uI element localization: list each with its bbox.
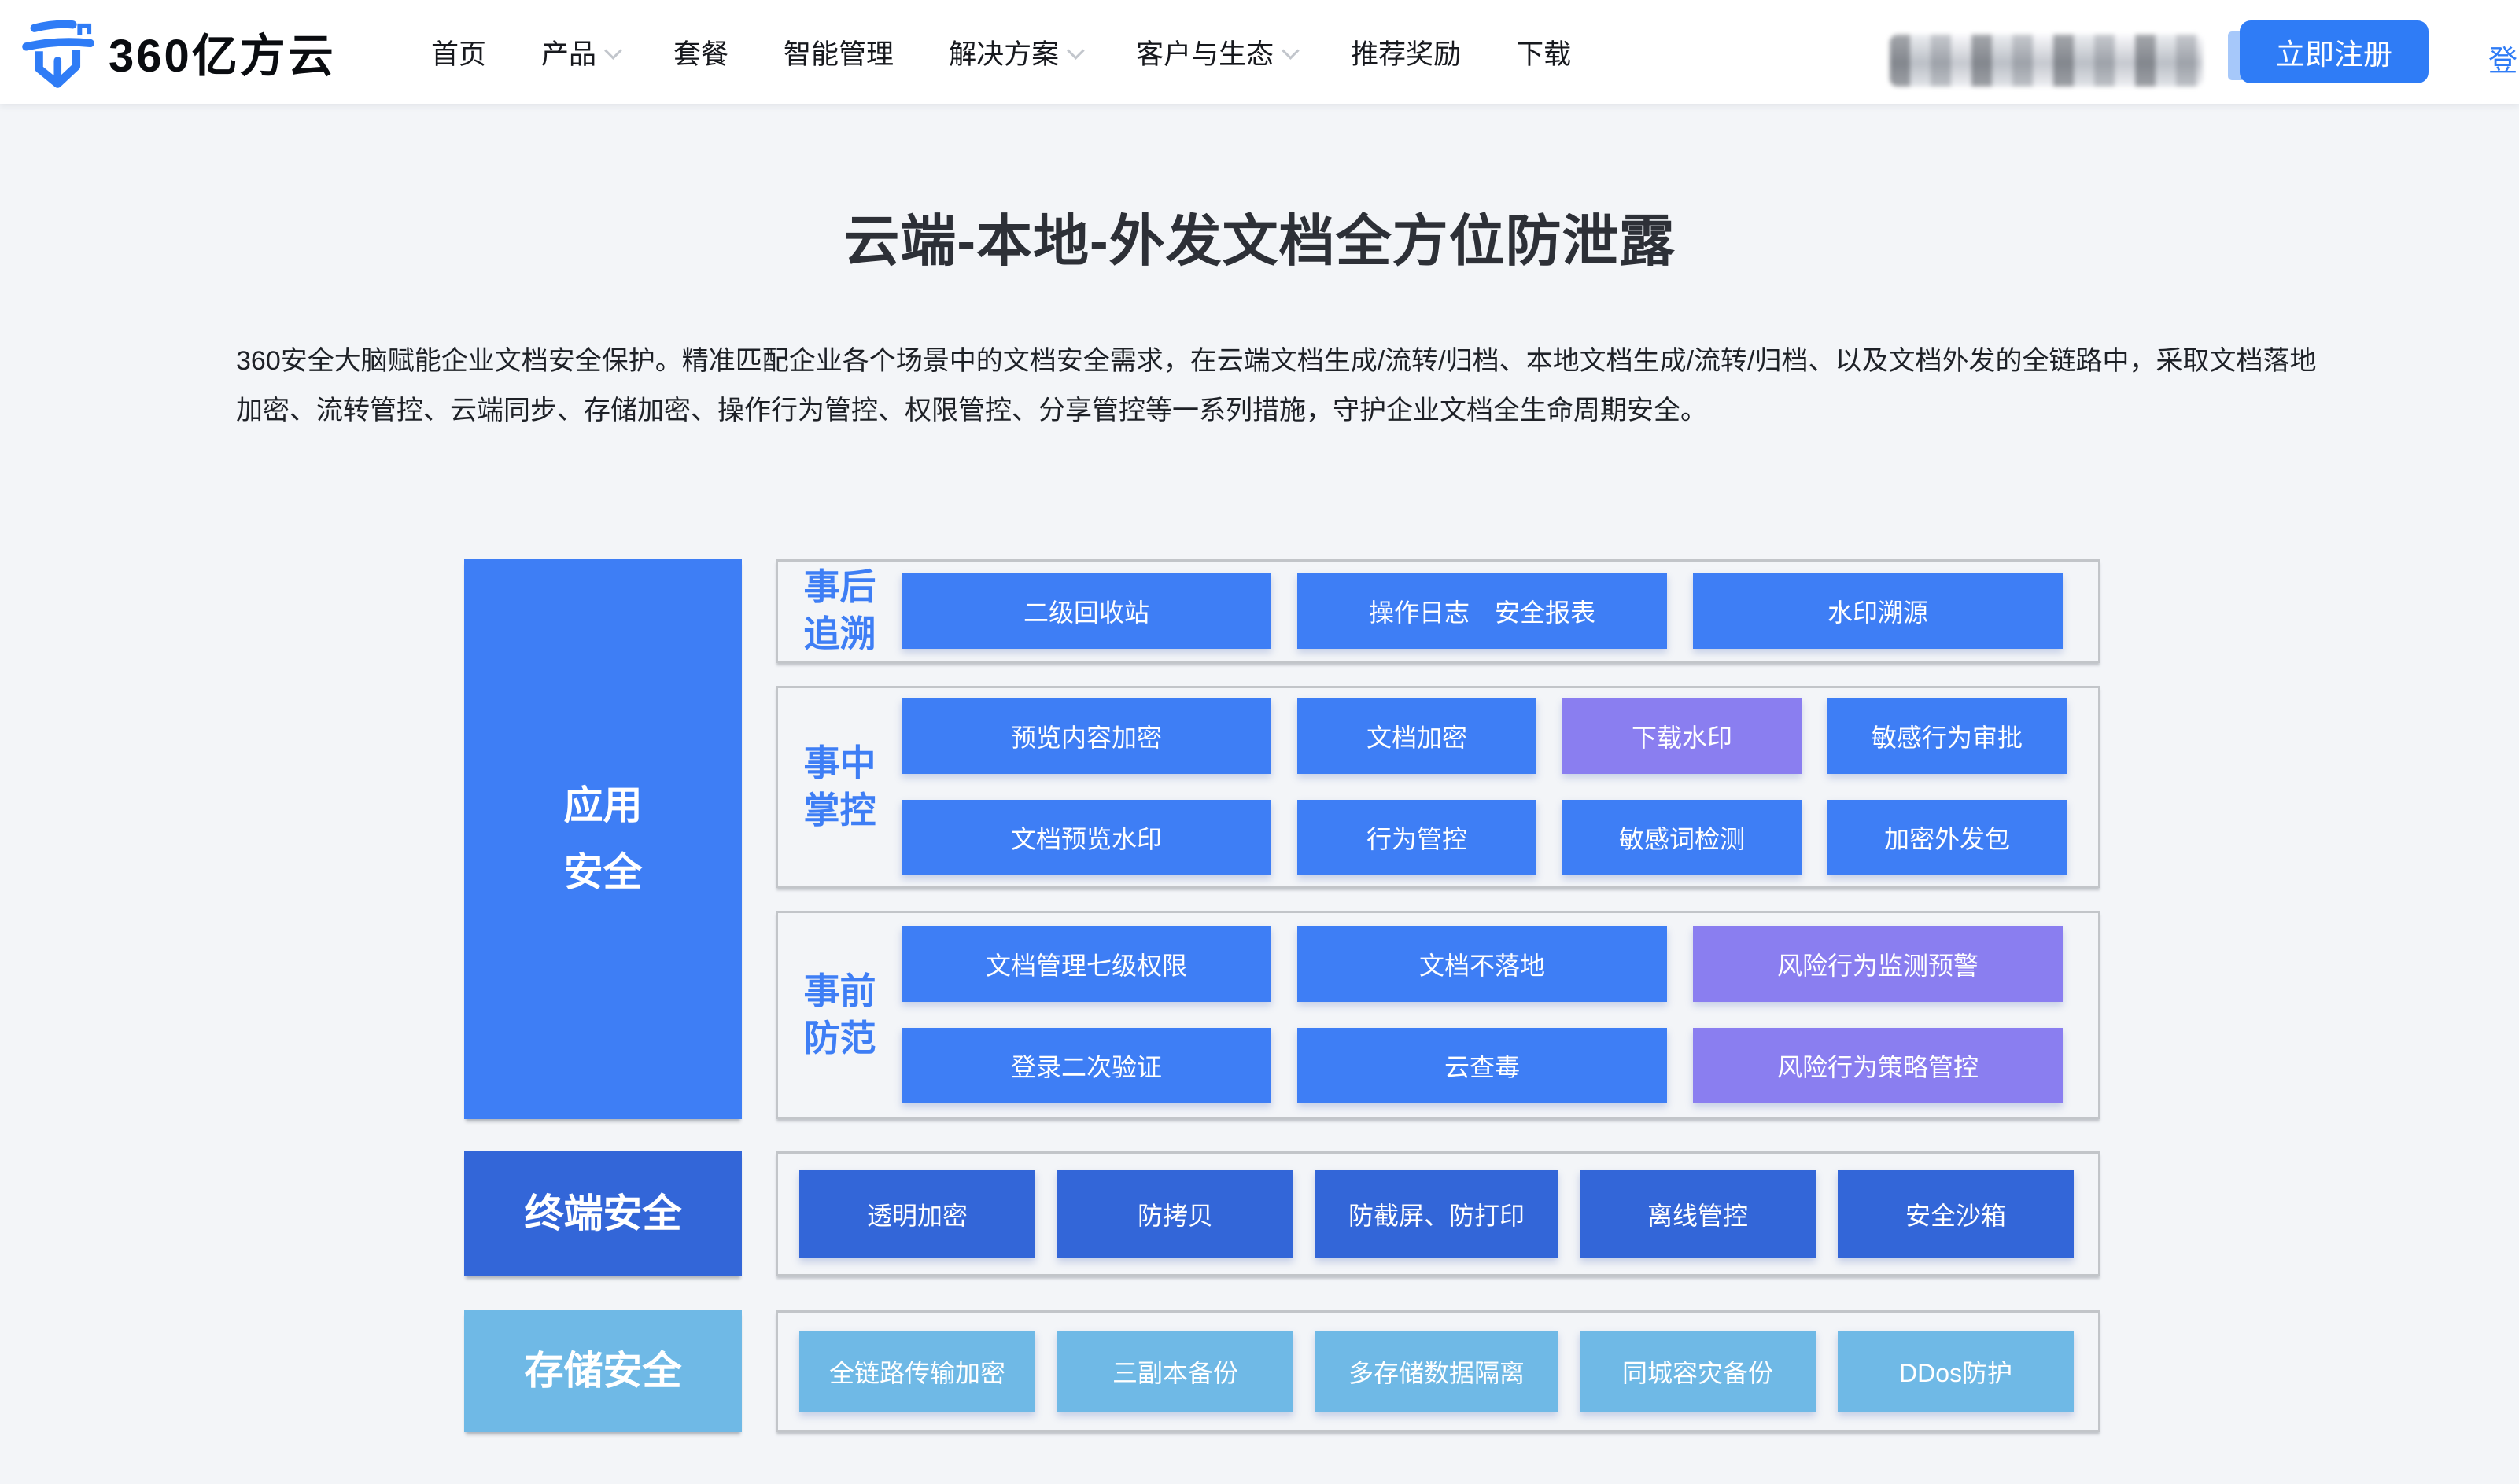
nav-item-customers-ecosystem[interactable]: 客户与生态 xyxy=(1136,32,1300,72)
feature-button[interactable]: 风险行为策略管控 xyxy=(1693,1028,2063,1103)
category-box-storage-security: 存储安全 xyxy=(464,1310,742,1432)
nav-item-label: 推荐奖励 xyxy=(1351,39,1462,70)
category-box-label: 应用 xyxy=(563,783,643,827)
logo-icon xyxy=(22,20,94,88)
nav-item-referral-rewards[interactable]: 推荐奖励 xyxy=(1351,32,1461,72)
feature-button[interactable]: 行为管控 xyxy=(1297,800,1536,875)
chevron-down-icon xyxy=(1067,42,1085,60)
feature-button[interactable]: 防拷贝 xyxy=(1057,1169,1293,1258)
feature-button[interactable]: 二级回收站 xyxy=(902,573,1271,649)
feature-button[interactable]: 登录二次验证 xyxy=(902,1028,1271,1103)
row-after-event-trace: 事后追溯二级回收站操作日志 安全报表水印溯源 xyxy=(776,559,2100,663)
feature-button[interactable]: 预览内容加密 xyxy=(902,698,1271,774)
feature-button[interactable]: 云查毒 xyxy=(1297,1028,1667,1103)
main-nav: 首页 产品 套餐 智能管理 解决方案 客户与生态 推荐奖励 下载 xyxy=(431,0,1571,104)
phone-number-blurred xyxy=(1890,35,2203,87)
nav-item-label: 套餐 xyxy=(673,39,729,70)
logo[interactable]: 360亿方云 xyxy=(20,11,336,93)
feature-button[interactable]: 文档不落地 xyxy=(1297,926,1667,1002)
feature-button[interactable]: 防截屏、防打印 xyxy=(1315,1169,1558,1258)
nav-item-plans[interactable]: 套餐 xyxy=(673,32,728,72)
chevron-down-icon xyxy=(604,42,622,60)
feature-button[interactable]: 安全沙箱 xyxy=(1838,1169,2074,1258)
nav-item-label: 解决方案 xyxy=(949,39,1060,70)
page-title: 云端-本地-外发文档全方位防泄露 xyxy=(843,211,1676,273)
nav-item-label: 产品 xyxy=(541,39,597,70)
category-box-label: 存储安全 xyxy=(524,1349,682,1393)
row-in-event-control: 事中掌控预览内容加密文档加密下载水印敏感行为审批文档预览水印行为管控敏感词检测加… xyxy=(776,686,2100,888)
row-label-after-event-trace: 事后追溯 xyxy=(803,566,876,654)
nav-item-label: 首页 xyxy=(431,39,487,70)
chevron-down-icon xyxy=(1282,42,1300,60)
feature-button[interactable]: 敏感词检测 xyxy=(1562,800,1802,875)
logo-text: 360亿方云 xyxy=(109,31,336,82)
feature-button[interactable]: 敏感行为审批 xyxy=(1827,698,2067,774)
feature-button[interactable]: 三副本备份 xyxy=(1057,1330,1293,1412)
feature-button[interactable]: 文档加密 xyxy=(1297,698,1536,774)
feature-button[interactable]: 多存储数据隔离 xyxy=(1315,1330,1558,1412)
nav-item-label: 下载 xyxy=(1516,39,1572,70)
feature-button[interactable]: 水印溯源 xyxy=(1693,573,2063,649)
nav-item-smart-management[interactable]: 智能管理 xyxy=(784,32,894,72)
page-description: 360安全大脑赋能企业文档安全保护。精准匹配企业各个场景中的文档安全需求，在云端… xyxy=(236,346,2317,425)
feature-button[interactable]: 同城容灾备份 xyxy=(1580,1330,1816,1412)
nav-item-solutions[interactable]: 解决方案 xyxy=(949,32,1085,72)
category-box-label: 终端安全 xyxy=(524,1191,682,1235)
feature-button[interactable]: 文档管理七级权限 xyxy=(902,926,1271,1002)
feature-button[interactable]: 加密外发包 xyxy=(1827,800,2067,875)
feature-button[interactable]: 文档预览水印 xyxy=(902,800,1271,875)
feature-button[interactable]: 全链路传输加密 xyxy=(799,1330,1035,1412)
row-storage-security-features: 全链路传输加密三副本备份多存储数据隔离同城容灾备份 DDos防护 xyxy=(776,1310,2100,1432)
feature-button[interactable]: 下载水印 xyxy=(1562,698,1802,774)
row-label-in-event-control: 事中掌控 xyxy=(803,742,876,830)
top-navigation-bar: 360亿方云 首页 产品 套餐 智能管理 解决方案 客户与生态 推荐奖励 下载 立即注册 登录 xyxy=(0,0,2519,104)
nav-item-label: 智能管理 xyxy=(784,39,894,70)
category-box-app-security: 应用安全 xyxy=(464,559,742,1119)
nav-item-home[interactable]: 首页 xyxy=(431,32,486,72)
register-button[interactable]: 立即注册 xyxy=(2240,20,2429,83)
row-endpoint-security-features: 透明加密防拷贝防截屏、防打印离线管控安全沙箱 xyxy=(776,1151,2100,1276)
nav-item-label: 客户与生态 xyxy=(1136,39,1274,70)
nav-item-download[interactable]: 下载 xyxy=(1516,32,1571,72)
row-pre-event-prevention: 事前防范文档管理七级权限文档不落地风险行为监测预警登录二次验证云查毒风险行为策略… xyxy=(776,911,2100,1119)
login-link[interactable]: 登录 xyxy=(2488,45,2519,77)
category-box-endpoint-security: 终端安全 xyxy=(464,1151,742,1276)
feature-button[interactable]: 透明加密 xyxy=(799,1169,1035,1258)
feature-button[interactable]: 离线管控 xyxy=(1580,1169,1816,1258)
feature-button[interactable]: 风险行为监测预警 xyxy=(1693,926,2063,1002)
row-label-pre-event-prevention: 事前防范 xyxy=(803,970,876,1059)
feature-button[interactable]: DDos防护 xyxy=(1838,1330,2074,1412)
feature-button[interactable]: 操作日志 安全报表 xyxy=(1297,573,1667,649)
nav-item-products[interactable]: 产品 xyxy=(541,32,622,72)
category-box-label: 安全 xyxy=(563,850,643,894)
